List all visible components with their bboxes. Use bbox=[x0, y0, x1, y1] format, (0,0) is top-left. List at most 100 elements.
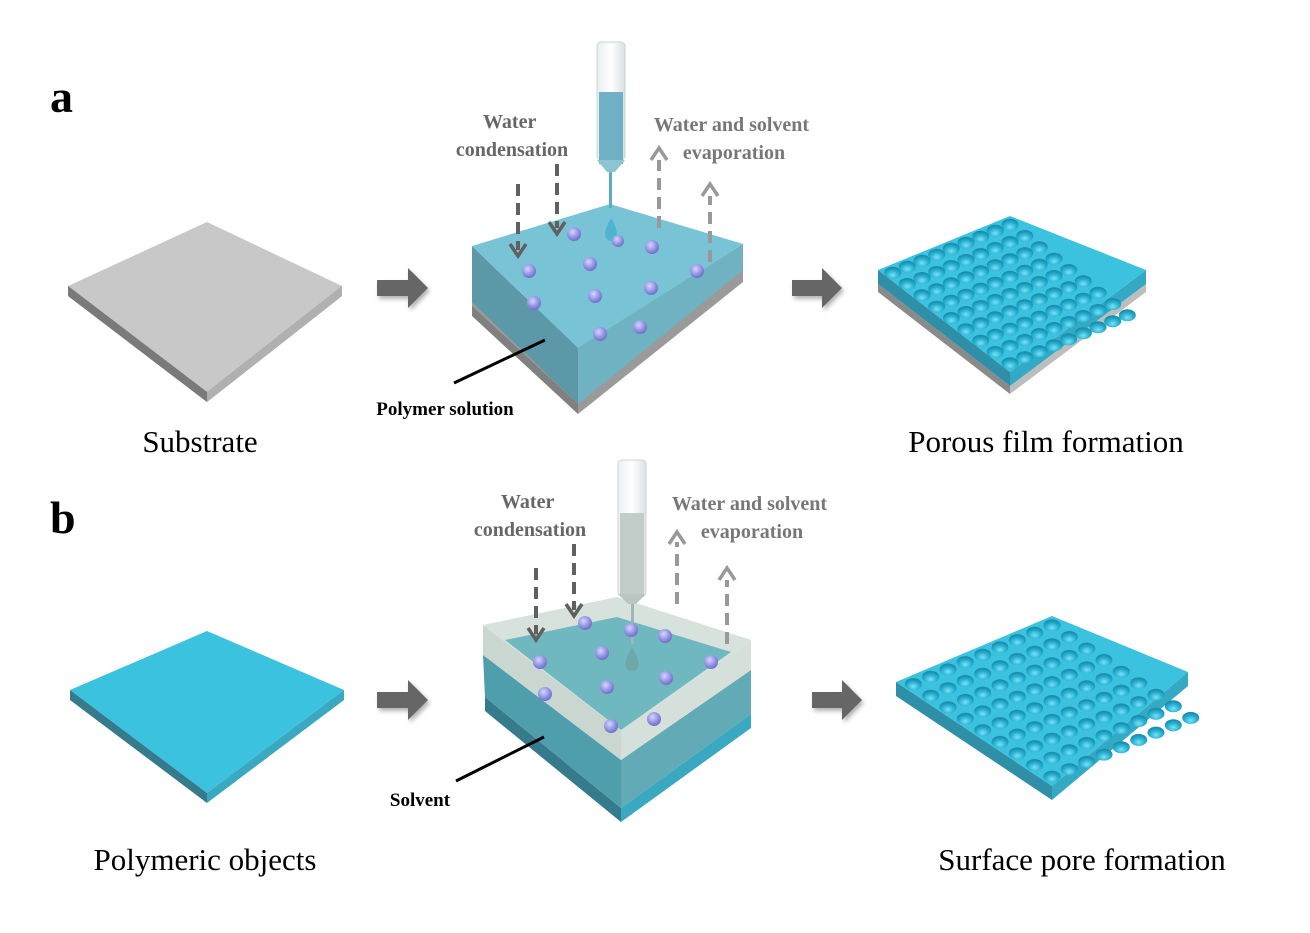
pore bbox=[1078, 755, 1096, 768]
pore bbox=[942, 277, 960, 290]
pore bbox=[1026, 759, 1044, 771]
pore bbox=[928, 248, 946, 261]
pore bbox=[1001, 288, 1019, 300]
pore bbox=[956, 712, 974, 725]
panel-letter-b: b bbox=[50, 492, 76, 543]
pore bbox=[991, 698, 1009, 711]
pore bbox=[974, 648, 992, 661]
callout-solvent: Solvent bbox=[390, 790, 451, 811]
callout-line bbox=[453, 338, 546, 385]
pore bbox=[986, 346, 1004, 358]
pore bbox=[1095, 691, 1113, 704]
pore bbox=[1016, 230, 1034, 242]
evaporation-label-b: Water and solvent evaporation bbox=[672, 493, 832, 543]
panel-a: a Substrate bbox=[50, 41, 1184, 459]
pore bbox=[939, 663, 957, 676]
pore bbox=[1030, 310, 1048, 323]
pore bbox=[1147, 726, 1165, 739]
pore bbox=[1095, 673, 1113, 685]
surface-pore-film bbox=[896, 616, 1200, 800]
pore bbox=[939, 682, 957, 695]
pore bbox=[957, 306, 975, 318]
pore bbox=[1060, 298, 1078, 311]
pore bbox=[1060, 649, 1078, 662]
pore bbox=[1030, 293, 1048, 306]
flow-arrow-icon bbox=[377, 680, 428, 720]
pore bbox=[957, 236, 975, 249]
pore bbox=[1130, 677, 1148, 690]
pore bbox=[922, 689, 940, 702]
pore bbox=[986, 276, 1004, 289]
pore bbox=[972, 230, 990, 243]
substrate-edge bbox=[1010, 284, 1146, 394]
pore bbox=[991, 641, 1009, 654]
substrate-slab bbox=[68, 222, 342, 402]
pore bbox=[1026, 683, 1044, 696]
pore bbox=[986, 224, 1004, 237]
pore bbox=[1045, 252, 1063, 265]
pore bbox=[1026, 626, 1044, 639]
pore bbox=[928, 300, 946, 313]
flow-arrow-icon bbox=[812, 680, 862, 720]
pore bbox=[1045, 270, 1063, 282]
pore bbox=[1060, 687, 1078, 700]
pore bbox=[1016, 264, 1034, 277]
pipette-icon bbox=[596, 41, 626, 241]
pore bbox=[1112, 703, 1130, 716]
pore bbox=[1043, 695, 1061, 707]
pore bbox=[1112, 741, 1130, 754]
pore bbox=[939, 701, 957, 714]
pore bbox=[1089, 304, 1107, 316]
pore bbox=[928, 266, 946, 278]
pore bbox=[1043, 713, 1061, 726]
caption-polymeric-objects: Polymeric objects bbox=[94, 842, 317, 877]
pore bbox=[991, 660, 1009, 673]
pore bbox=[1074, 292, 1092, 305]
porous-film bbox=[878, 216, 1146, 394]
pore bbox=[957, 254, 975, 266]
film-left-side bbox=[878, 270, 1010, 386]
pore bbox=[1008, 709, 1026, 722]
pore bbox=[1112, 684, 1130, 697]
pore bbox=[991, 735, 1009, 748]
pore bbox=[1001, 236, 1019, 248]
pore bbox=[1043, 638, 1061, 651]
pore bbox=[1095, 710, 1113, 723]
pore bbox=[986, 242, 1004, 254]
pore bbox=[1060, 706, 1078, 719]
pore bbox=[1008, 747, 1026, 760]
pore bbox=[1008, 671, 1026, 684]
flow-arrow-icon bbox=[792, 268, 842, 308]
pore bbox=[956, 693, 974, 706]
pore bbox=[922, 670, 940, 683]
pore bbox=[1078, 680, 1096, 693]
pore bbox=[1043, 770, 1061, 783]
pore bbox=[974, 686, 992, 699]
pore bbox=[1130, 715, 1148, 727]
pore bbox=[986, 294, 1004, 306]
pore bbox=[1078, 718, 1096, 731]
pore bbox=[1001, 253, 1019, 266]
polymeric-object-slab bbox=[70, 631, 344, 803]
pore bbox=[942, 294, 960, 307]
pore bbox=[1060, 333, 1078, 346]
pore bbox=[1078, 661, 1096, 674]
pore bbox=[1001, 305, 1019, 318]
pore bbox=[913, 289, 931, 302]
panel-letter-a: a bbox=[50, 71, 73, 122]
pore bbox=[986, 259, 1004, 272]
pore bbox=[1060, 631, 1078, 643]
pore bbox=[1016, 334, 1034, 346]
pore bbox=[957, 323, 975, 336]
water-droplets bbox=[533, 616, 718, 733]
pipette-icon bbox=[617, 459, 647, 671]
pore bbox=[1026, 740, 1044, 753]
pore bbox=[942, 260, 960, 272]
pore bbox=[1045, 287, 1063, 300]
pore bbox=[1060, 264, 1078, 276]
pore bbox=[1060, 281, 1078, 294]
water-droplets bbox=[522, 227, 704, 341]
caption-surface-pore-formation: Surface pore formation bbox=[938, 842, 1226, 877]
pore bbox=[1060, 316, 1078, 328]
pore bbox=[1016, 351, 1034, 364]
